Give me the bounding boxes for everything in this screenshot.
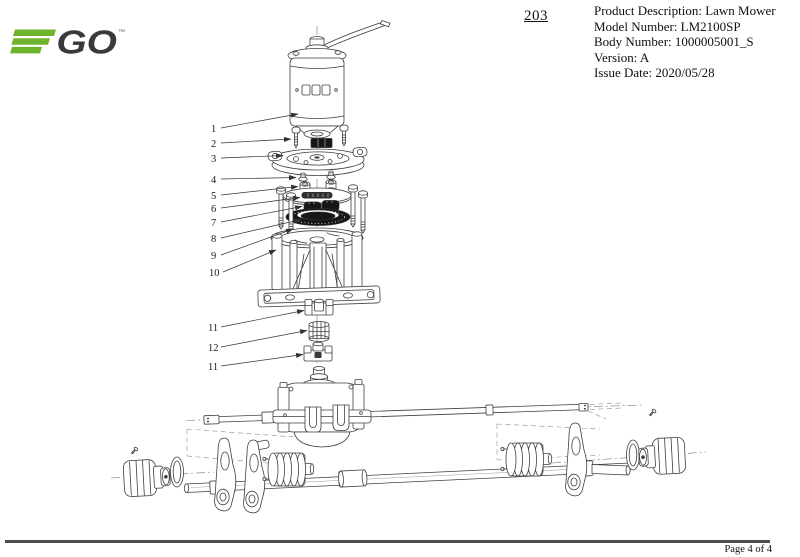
left-wheel-drive-parts	[122, 437, 315, 514]
ring-gear-black	[285, 208, 351, 226]
callout-11a: 11	[208, 323, 218, 334]
drive-couplers	[303, 298, 334, 362]
callout-12: 12	[208, 343, 219, 354]
coupler-lower	[303, 341, 333, 362]
motor-assembly	[287, 20, 391, 148]
callout-11b: 11	[208, 362, 218, 373]
callout-1: 1	[211, 124, 216, 135]
drive-gearbox	[272, 366, 372, 448]
callout-2: 2	[211, 139, 216, 150]
ego-logo-graphic: GO ™	[10, 23, 125, 61]
callout-4: 4	[211, 175, 217, 186]
left-o-ring	[170, 456, 184, 488]
left-bracket-inner	[243, 439, 266, 514]
motor-cable	[321, 21, 384, 47]
callout-6: 6	[211, 204, 216, 215]
coupler-upper	[304, 298, 334, 316]
logo-stripe-bottom	[10, 46, 42, 54]
callout-5: 5	[211, 191, 216, 202]
right-set-screw	[647, 408, 657, 418]
footer-rule	[5, 540, 770, 543]
right-drive-pinion	[637, 436, 687, 476]
logo-trademark: ™	[118, 29, 125, 36]
callout-9: 9	[211, 251, 216, 262]
logo-stripe-mid	[11, 38, 50, 45]
page-footer-label: Page 4 of 4	[724, 544, 772, 555]
logo-stripe-top	[13, 29, 56, 36]
logo-go-text: GO	[56, 23, 117, 60]
right-wheel-drive-parts	[500, 408, 687, 497]
cable-connector	[380, 20, 391, 28]
callout-3: 3	[211, 154, 216, 165]
callout-8: 8	[211, 234, 216, 245]
right-bracket	[565, 422, 588, 497]
right-o-ring	[626, 439, 640, 471]
page-number: 203	[524, 8, 548, 24]
ego-logo: GO ™	[8, 12, 140, 64]
body-number-line: Body Number: 1000005001_S	[594, 34, 754, 50]
model-number-line: Model Number: LM2100SP	[594, 18, 741, 34]
product-description-line: Product Description: Lawn Mower	[594, 3, 776, 18]
left-bracket-outer	[214, 437, 237, 512]
gear-housing	[257, 227, 381, 308]
product-info: Product Description: Lawn Mower Model Nu…	[594, 3, 794, 81]
callout-7: 7	[211, 218, 216, 229]
left-drive-pinion	[122, 458, 172, 498]
coupler-gear-sleeve	[308, 321, 330, 342]
callouts: 1 2 3 4 5 6 7 8 9 10 11 12 11	[208, 112, 308, 373]
issue-date-line: Issue Date: 2020/05/28	[594, 65, 715, 81]
callout-10: 10	[209, 268, 220, 279]
left-set-screw	[129, 446, 139, 456]
version-line: Version: A	[594, 49, 650, 65]
motor-coupler-black	[310, 138, 333, 148]
mounting-plate	[267, 146, 368, 176]
